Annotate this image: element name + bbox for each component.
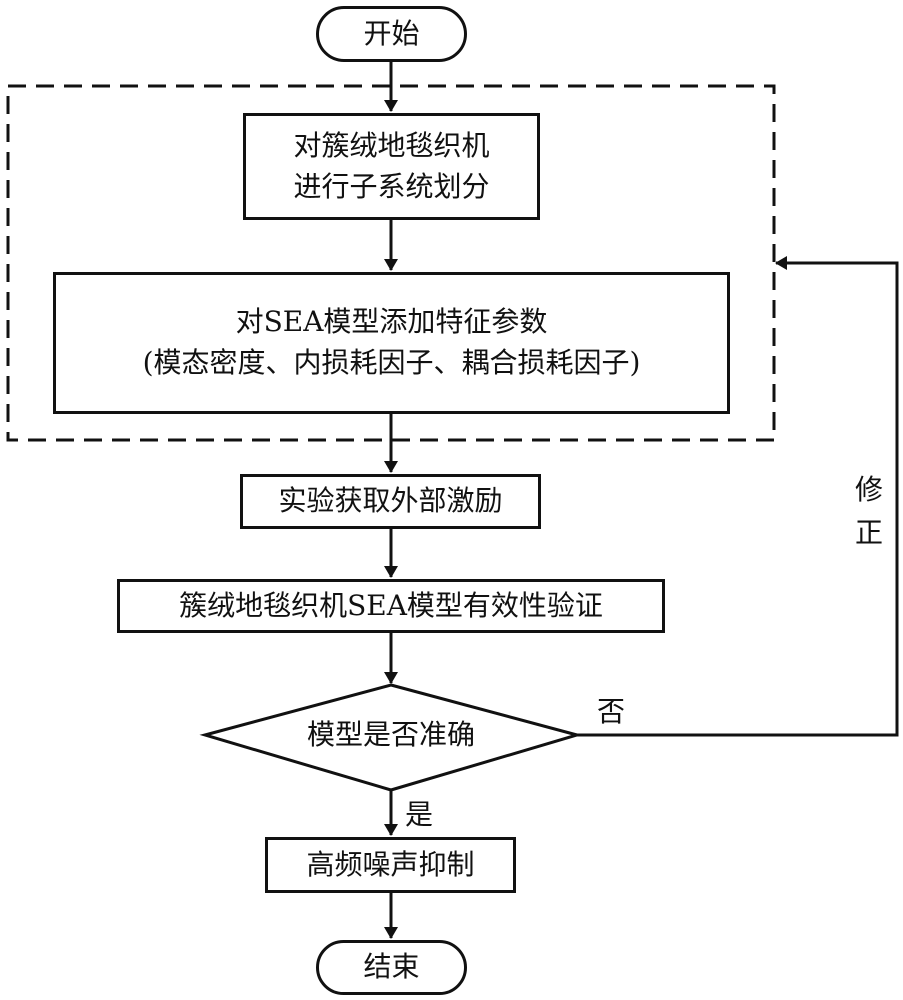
feedback-loop-line: [577, 256, 899, 737]
step1-line1: 对簇绒地毯织机: [293, 128, 490, 162]
feedback-char-2: 正: [854, 516, 883, 550]
step5-noise-suppression-box: 高频噪声抑制: [265, 837, 516, 893]
end-terminal: 结束: [316, 940, 467, 995]
no-branch-label: 否: [597, 695, 626, 728]
step2-line1: 对SEA模型添加特征参数: [235, 305, 548, 339]
step2-line2: (模态密度、内损耗因子、耦合损耗因子): [142, 346, 641, 379]
decision-label: 模型是否准确: [306, 717, 475, 751]
step2-sea-parameters-box: 对SEA模型添加特征参数 (模态密度、内损耗因子、耦合损耗因子): [53, 272, 730, 414]
start-label: 开始: [363, 16, 420, 50]
step4-label: 簇绒地毯织机SEA模型有效性验证: [179, 588, 603, 622]
step3-external-excitation-box: 实验获取外部激励: [240, 474, 541, 529]
step5-label: 高频噪声抑制: [306, 847, 475, 881]
start-terminal: 开始: [316, 6, 467, 62]
step1-subsystem-division-box: 对簇绒地毯织机 进行子系统划分: [243, 113, 540, 220]
decision-diamond: [199, 683, 583, 792]
step4-validation-box: 簇绒地毯织机SEA模型有效性验证: [117, 579, 665, 633]
step1-line2: 进行子系统划分: [293, 169, 490, 203]
end-label: 结束: [363, 950, 420, 984]
yes-branch-label: 是: [405, 798, 434, 831]
decision-label-wrap: 模型是否准确: [250, 708, 532, 762]
step3-label: 实验获取外部激励: [278, 484, 503, 518]
feedback-char-1: 修: [854, 473, 883, 506]
feedback-correction-label: 修 正: [853, 468, 885, 555]
